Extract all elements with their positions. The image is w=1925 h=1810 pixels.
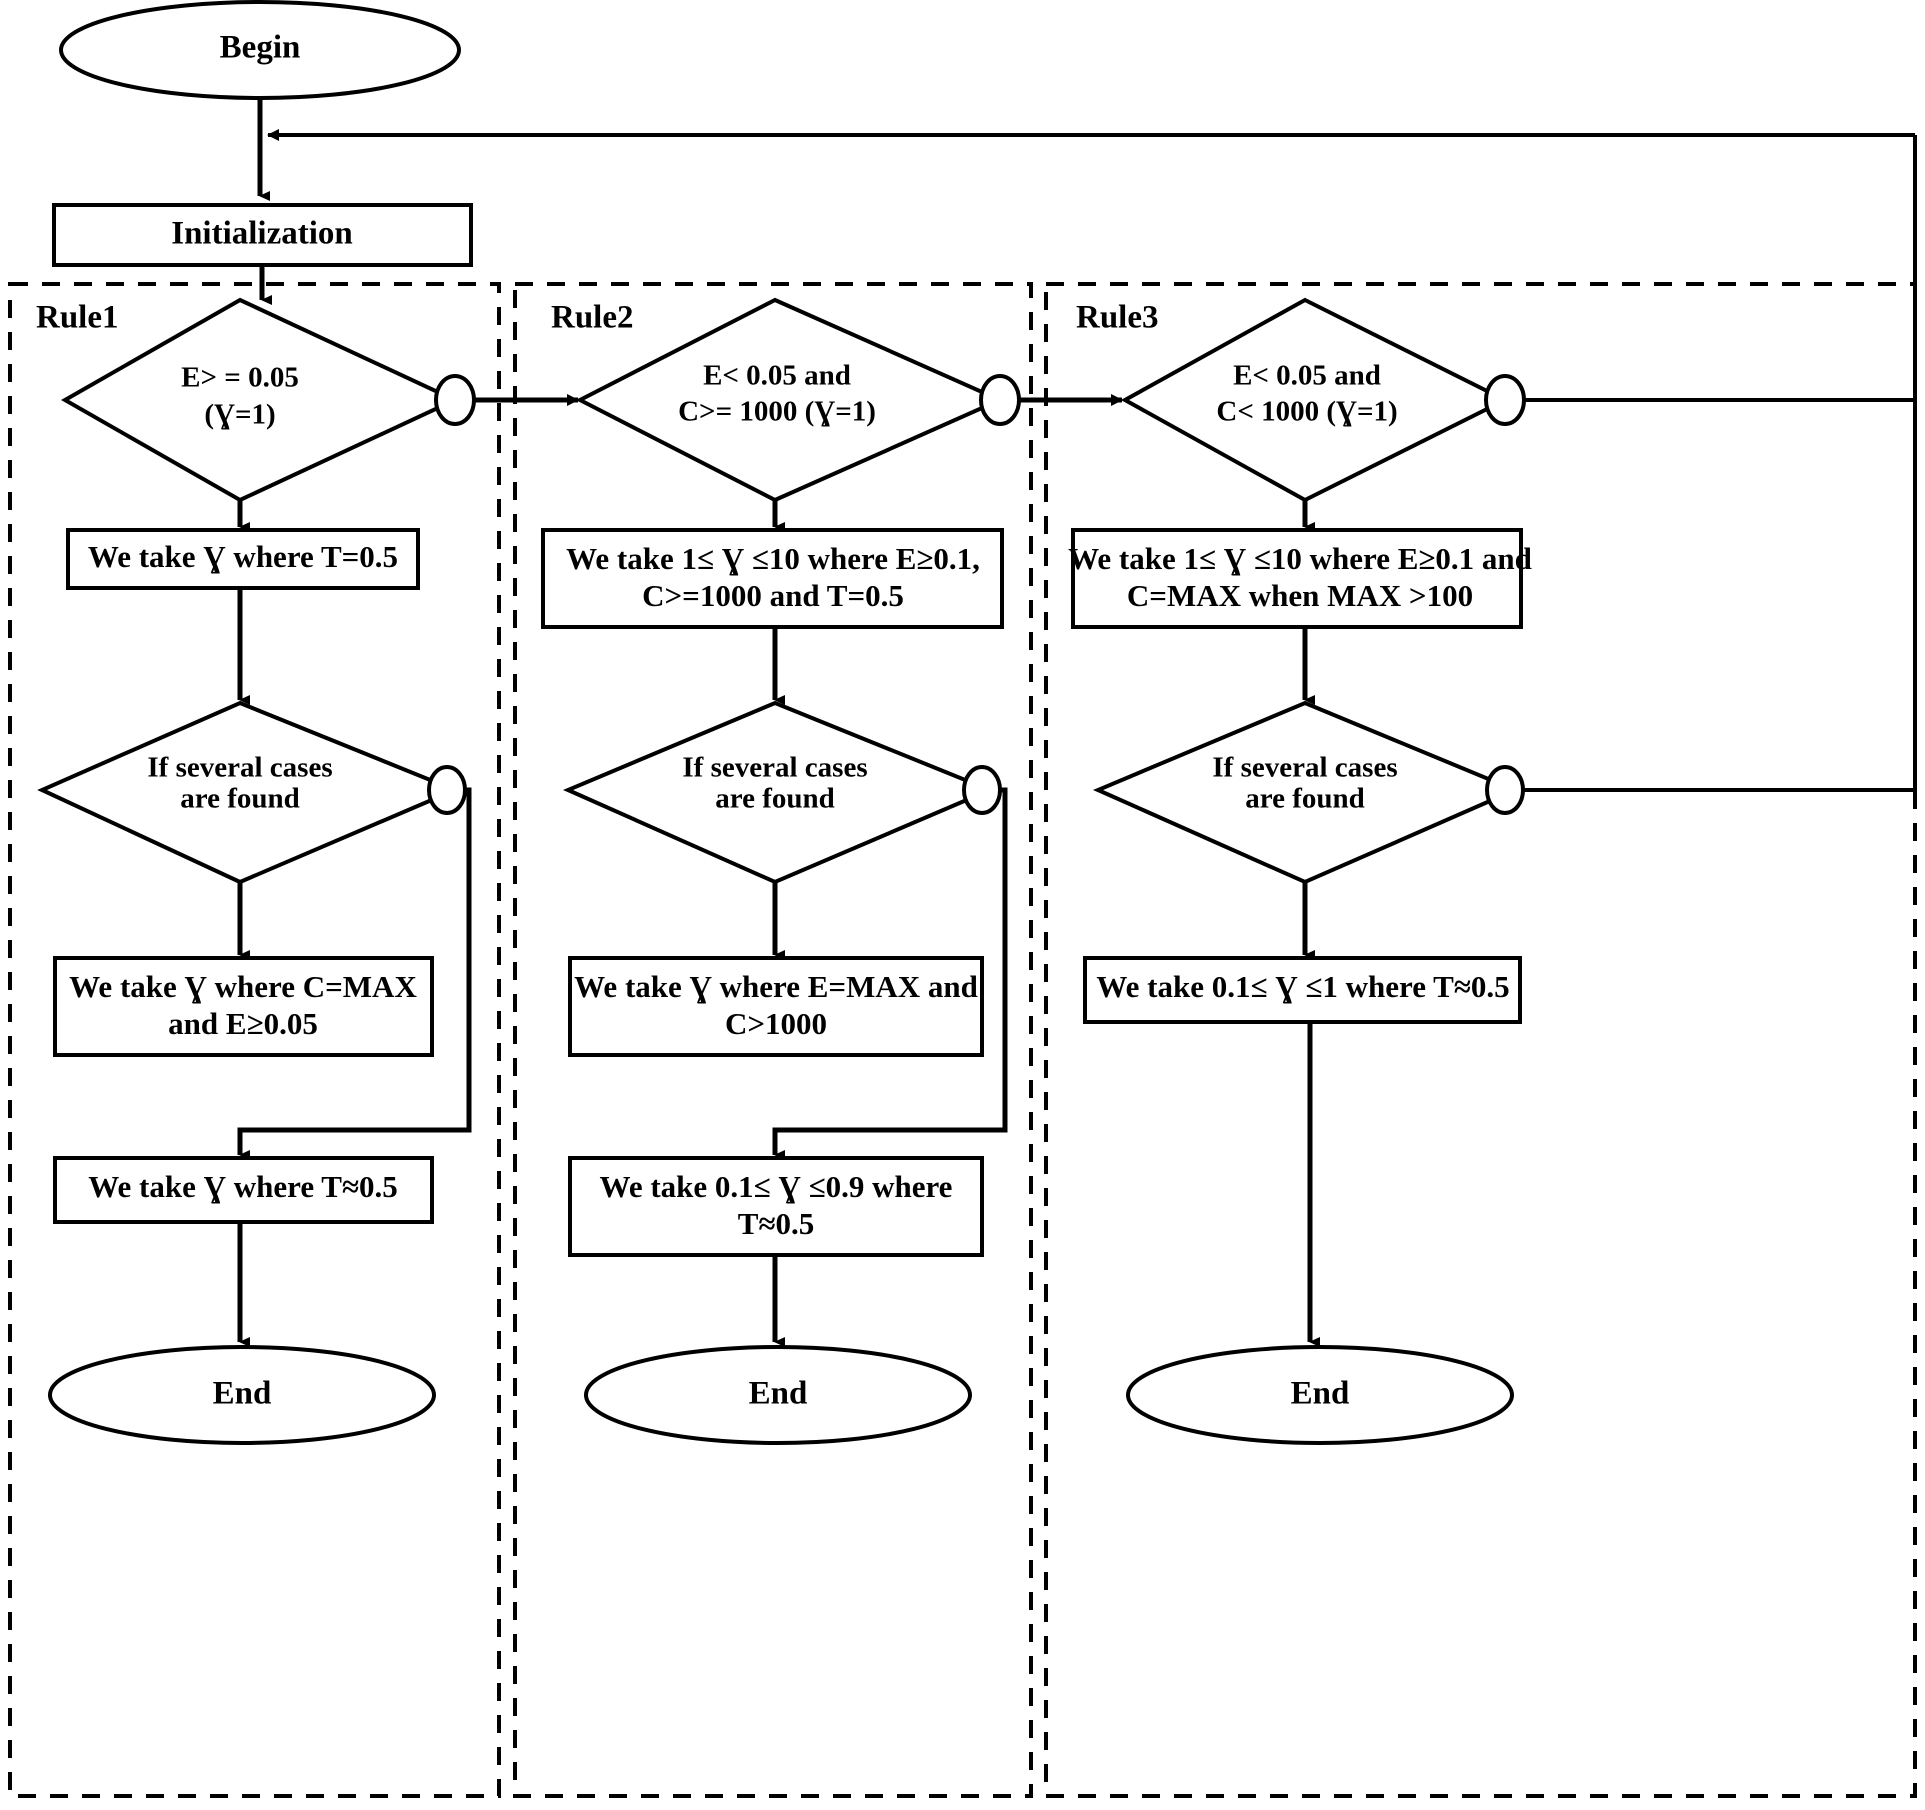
rule2-process2-line1: We take Ɣ where E=MAX and (574, 969, 978, 1004)
rule2-decision-line1: E< 0.05 and (703, 360, 851, 392)
rule1-process1-line1: We take Ɣ where T=0.5 (88, 539, 398, 574)
rule2-process-1 (541, 528, 1004, 629)
rule1-connector-circle-2 (427, 765, 467, 815)
rule3-decision2-line1: If several cases (1212, 752, 1397, 784)
rule3-group-boundary (1044, 282, 1917, 1798)
rule1-process2-line1: We take Ɣ where C=MAX (69, 969, 417, 1004)
rule1-end-label: End (213, 1376, 272, 1412)
rule2-process1-line1: We take 1≤ Ɣ ≤10 where E≥0.1, (566, 541, 980, 576)
rule2-process3-line1: We take 0.1≤ Ɣ ≤0.9 where (600, 1169, 953, 1204)
rule3-end-terminal (1126, 1345, 1514, 1445)
rule1-decision-line2: (Ɣ=1) (204, 399, 275, 431)
rule3-process2-line1: We take 0.1≤ Ɣ ≤1 where T≈0.5 (1096, 969, 1509, 1004)
edge-rule2-bypass-to-process3 (772, 787, 1008, 1160)
rule2-decision2-line1: If several cases (682, 752, 867, 784)
rule1-group-label: Rule1 (36, 300, 119, 336)
edge-rule3-loopback-right (1523, 135, 1917, 792)
rule3-decision-line2: C< 1000 (Ɣ=1) (1216, 396, 1397, 428)
rule2-process3-line2: T≈0.5 (738, 1206, 814, 1241)
rule2-decision2-line2: are found (715, 783, 835, 815)
rule1-decision-line1: E> = 0.05 (181, 362, 299, 394)
rule2-process1-line2: C>=1000 and T=0.5 (642, 578, 904, 613)
rule2-end-terminal (584, 1345, 972, 1445)
rule3-connector-circle (1484, 374, 1526, 426)
rule2-process-2 (568, 956, 984, 1057)
rule2-process2-line2: C>1000 (725, 1006, 827, 1041)
rule2-end-label: End (749, 1376, 808, 1412)
rule3-process1-line2: C=MAX when MAX >100 (1127, 578, 1473, 613)
rule1-process2-line2: and E≥0.05 (168, 1006, 318, 1041)
rule3-group-label: Rule3 (1076, 300, 1159, 336)
rule3-decision2-line2: are found (1245, 783, 1365, 815)
rule2-group-label: Rule2 (551, 300, 634, 336)
rule2-connector-circle-2 (962, 765, 1002, 815)
edge-rule1-bypass-to-process3 (237, 787, 472, 1160)
rule3-connector-circle-2 (1485, 765, 1525, 815)
rule3-end-label: End (1291, 1376, 1350, 1412)
rule1-decision2-line1: If several cases (147, 752, 332, 784)
rule3-process-1 (1071, 528, 1523, 629)
rule1-process-2 (53, 956, 434, 1057)
rule2-decision-line2: C>= 1000 (Ɣ=1) (678, 396, 876, 428)
initialization-process (52, 203, 473, 267)
initialization-label: Initialization (171, 216, 353, 252)
rule1-end-terminal (48, 1345, 436, 1445)
begin-label: Begin (220, 30, 301, 66)
rule1-decision2-line2: are found (180, 783, 300, 815)
rule1-process-1 (66, 528, 420, 590)
rule2-group-boundary (513, 282, 1033, 1798)
rule3-process-2 (1083, 956, 1522, 1024)
rule1-group-boundary (8, 282, 501, 1798)
rule2-connector-circle (979, 374, 1021, 426)
rule3-process1-line1: We take 1≤ Ɣ ≤10 where E≥0.1 and (1068, 541, 1532, 576)
rule1-process3-line1: We take Ɣ where T≈0.5 (88, 1169, 398, 1204)
rule1-process-3 (53, 1156, 434, 1224)
rule3-decision-line1: E< 0.05 and (1233, 360, 1381, 392)
rule1-connector-circle (434, 374, 476, 426)
